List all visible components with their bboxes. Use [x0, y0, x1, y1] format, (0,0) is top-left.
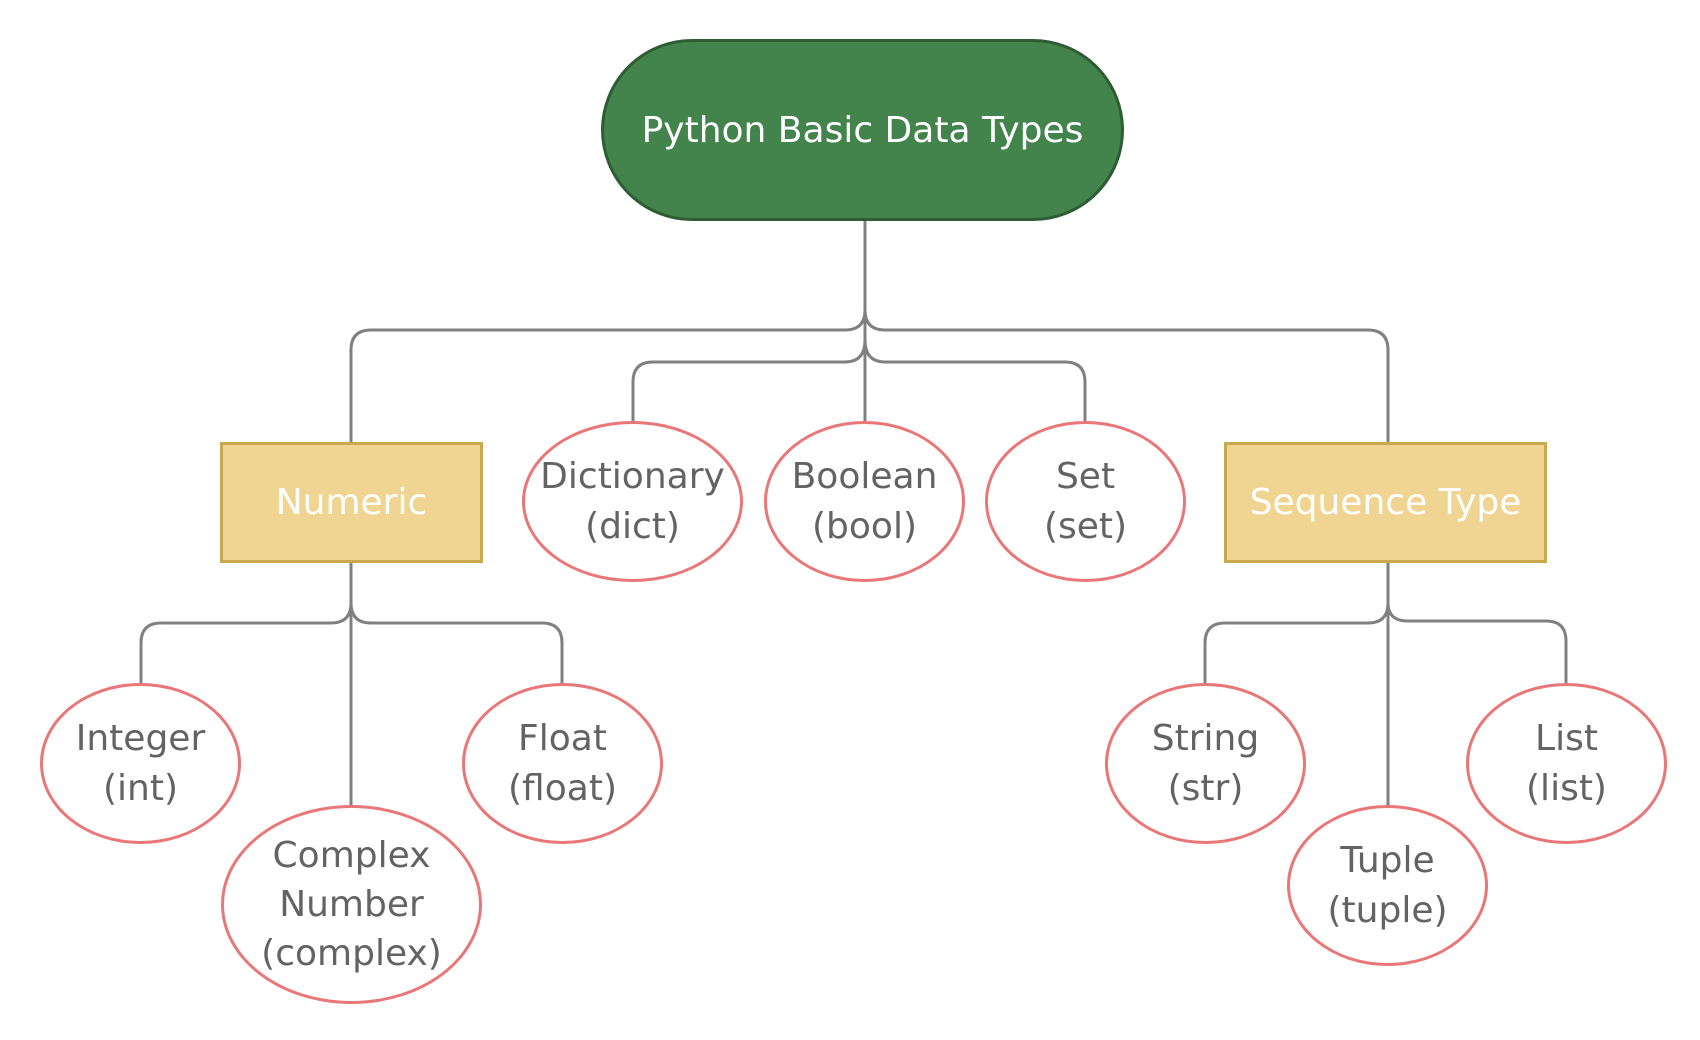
set-type: (set): [1043, 505, 1128, 547]
connector-root-sequence: [863, 309, 1390, 442]
string-node: String (str): [1105, 683, 1306, 844]
string-name: String: [1151, 717, 1260, 759]
boolean-name: Boolean: [791, 455, 938, 497]
string-type: (str): [1167, 767, 1244, 809]
integer-type: (int): [102, 767, 179, 809]
integer-name: Integer: [75, 717, 206, 759]
numeric-label: Numeric: [275, 482, 428, 523]
boolean-node: Boolean (bool): [764, 421, 965, 582]
connector-root-dictionary: [631, 339, 867, 421]
float-type: (float): [508, 767, 617, 809]
set-name: Set: [1055, 455, 1116, 497]
connector-numeric-integer: [139, 602, 353, 683]
numeric-node: Numeric: [220, 442, 483, 563]
dictionary-type: (dict): [585, 505, 680, 547]
tuple-node: Tuple (tuple): [1287, 805, 1488, 966]
root-node: Python Basic Data Types: [601, 39, 1124, 221]
set-node: Set (set): [985, 421, 1186, 582]
list-node: List (list): [1466, 683, 1667, 844]
connector-sequence-list: [1386, 602, 1568, 683]
float-node: Float (float): [462, 683, 663, 844]
complex-name-line1: Complex: [272, 835, 431, 876]
connector-root-numeric: [349, 309, 867, 442]
sequence-type-node: Sequence Type: [1224, 442, 1547, 563]
root-label: Python Basic Data Types: [641, 109, 1084, 151]
dictionary-name: Dictionary: [540, 455, 725, 497]
tuple-name: Tuple: [1340, 839, 1435, 881]
integer-node: Integer (int): [40, 683, 241, 844]
complex-type: (complex): [261, 933, 442, 974]
complex-number-node: Complex Number (complex): [221, 805, 482, 1004]
float-name: Float: [518, 717, 607, 759]
connector-numeric-float: [349, 602, 564, 683]
connector-sequence-string: [1203, 602, 1390, 683]
sequence-type-label: Sequence Type: [1249, 482, 1522, 523]
dictionary-node: Dictionary (dict): [522, 421, 743, 582]
list-type: (list): [1526, 767, 1607, 809]
list-name: List: [1535, 717, 1598, 759]
complex-name-line2: Number: [279, 884, 424, 925]
tuple-type: (tuple): [1327, 889, 1448, 931]
boolean-type: (bool): [812, 505, 917, 547]
connector-root-set: [863, 339, 1087, 421]
